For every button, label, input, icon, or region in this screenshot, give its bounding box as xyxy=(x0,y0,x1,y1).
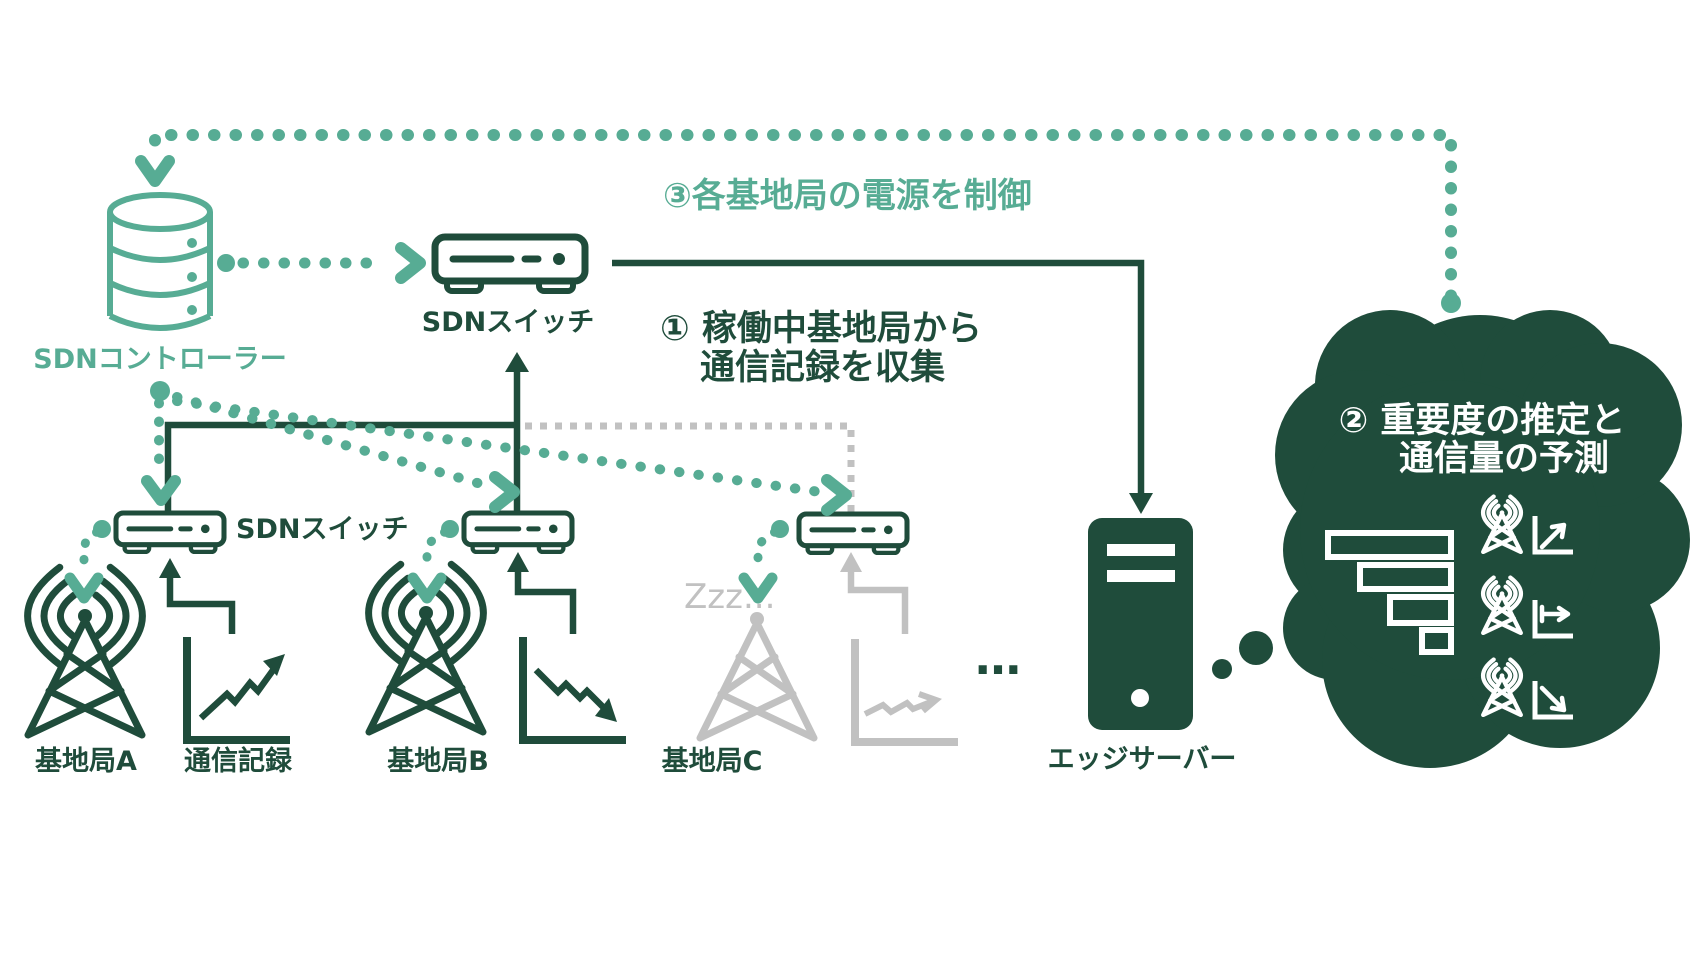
arrowhead-tower-b xyxy=(407,572,447,604)
arrowhead-into-main-switch xyxy=(505,352,529,372)
sdn-switch-b-icon xyxy=(464,513,572,552)
feedback-dotted-path xyxy=(149,129,1457,302)
control-fanout-dot xyxy=(150,381,170,401)
power-path-tower-a xyxy=(79,527,102,577)
step3-annotation: ③各基地局の電源を制御 xyxy=(663,176,1032,216)
station-a-label: 基地局A xyxy=(35,746,137,777)
bubble-dot-large xyxy=(1239,631,1273,665)
edge-server-label: エッジサーバー xyxy=(1048,744,1237,775)
thought-bubble-dots xyxy=(1212,631,1273,679)
main-switch-label: SDNスイッチ xyxy=(422,307,594,338)
arrowhead-into-switch-c xyxy=(840,552,862,572)
arrowhead-tower-a xyxy=(64,572,104,604)
arrowhead-to-switch-b xyxy=(489,471,520,513)
traffic-record-c-chart-icon-inactive xyxy=(855,639,958,742)
control-path-to-switch-c xyxy=(172,396,825,497)
control-path-to-switch-b xyxy=(172,392,493,491)
power-path-tower-c xyxy=(753,527,780,577)
arrowhead-into-main-switch-teal xyxy=(395,242,426,284)
step1-annotation-line2: 通信記録を収集 xyxy=(700,348,945,388)
controller-label: SDNコントローラー xyxy=(33,344,286,375)
data-links xyxy=(164,259,1145,634)
main-sdn-switch-icon xyxy=(435,237,585,291)
traffic-record-a-chart-icon xyxy=(187,637,290,740)
switch-a-label: SDNスイッチ xyxy=(236,514,408,545)
power-path-tower-b xyxy=(422,527,450,577)
arrowhead-to-switch-c xyxy=(821,474,852,516)
link-record-c-inactive xyxy=(847,570,909,634)
data-link-arrowheads xyxy=(159,352,1153,578)
thought-cloud xyxy=(1275,310,1690,768)
arrowhead-into-switch-b xyxy=(507,552,529,572)
arrowhead-into-server xyxy=(1129,493,1153,514)
more-stations-ellipsis: … xyxy=(975,631,1021,685)
bubble-dot-small xyxy=(1212,659,1232,679)
station-c-label: 基地局C xyxy=(662,746,763,777)
sleeping-zzz-text: Zzz... xyxy=(684,577,775,617)
arrowhead-into-controller xyxy=(135,155,175,187)
link-main-switch-to-server xyxy=(612,259,1145,496)
link-switch-c-uplink-inactive xyxy=(521,422,855,512)
link-record-b-to-switch xyxy=(514,570,577,634)
link-record-a-to-switch xyxy=(166,576,236,634)
sdn-switch-c-icon xyxy=(799,514,907,553)
arrowhead-into-switch-a xyxy=(159,558,181,578)
edge-server-icon xyxy=(1088,518,1193,730)
base-station-c-tower-icon-sleeping xyxy=(700,612,814,738)
station-b-label: 基地局B xyxy=(387,746,489,777)
arrowhead-to-switch-a xyxy=(141,475,181,506)
step1-annotation-line1: ① 稼働中基地局から xyxy=(660,309,982,349)
record-a-label: 通信記録 xyxy=(184,745,293,777)
sdn-controller-icon xyxy=(107,192,213,331)
control-paths xyxy=(64,129,1461,604)
sdn-switch-a-icon xyxy=(116,513,224,552)
arrowhead-tower-c xyxy=(738,572,778,604)
step2-annotation-line1: ② 重要度の推定と xyxy=(1339,401,1626,441)
step2-annotation-line2: 通信量の予測 xyxy=(1399,439,1609,479)
importance-ranking-bars-icon xyxy=(1325,530,1454,655)
traffic-record-b-chart-icon xyxy=(523,637,626,740)
